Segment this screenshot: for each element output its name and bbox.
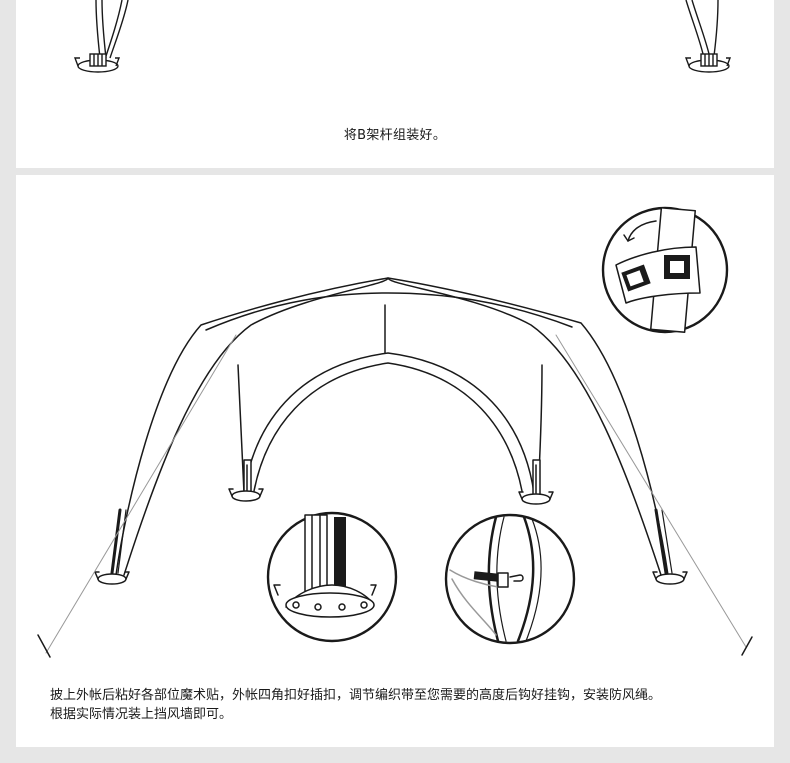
guy-rope-right [555, 334, 747, 648]
tent-front-arch [243, 352, 535, 494]
step-caption-assemble-poles: 将B架杆组装好。 [343, 128, 447, 143]
tent-arch-illustration [37, 206, 753, 658]
pole-base-left-icon [73, 0, 129, 73]
pole-base-right-icon [684, 0, 732, 73]
step-panel-assemble-poles: 将B架杆组装好。 [16, 0, 774, 168]
step-caption-install-fly: 披上外帐后粘好各部位魔术贴，外帐四角扣好插扣，调节编织带至您需要的高度后钩好挂钩… [50, 686, 750, 724]
stake-right [741, 636, 753, 656]
pole-base-outer-left-icon [94, 508, 130, 585]
pole-assembly-illustration [73, 0, 732, 73]
pole-base-outer-right-icon [652, 508, 688, 585]
stake-left [37, 634, 51, 658]
caption-line-1: 披上外帐后粘好各部位魔术贴，外帐四角扣好插扣，调节编织带至您需要的高度后钩好挂钩… [50, 688, 662, 703]
pole-base-front-left-icon [228, 459, 264, 502]
buckle-hook-detail-icon [444, 513, 576, 645]
pole-base-detail-icon [266, 511, 398, 643]
velcro-strap-detail-icon [601, 206, 729, 334]
caption-line-2: 根据实际情况装上挡风墙即可。 [50, 707, 233, 722]
step-panel-install-fly: 披上外帐后粘好各部位魔术贴，外帐四角扣好插扣，调节编织带至您需要的高度后钩好挂钩… [16, 175, 774, 747]
tent-outer-fly [115, 277, 669, 576]
pole-base-front-right-icon [518, 459, 554, 505]
guy-rope-left [45, 334, 237, 654]
